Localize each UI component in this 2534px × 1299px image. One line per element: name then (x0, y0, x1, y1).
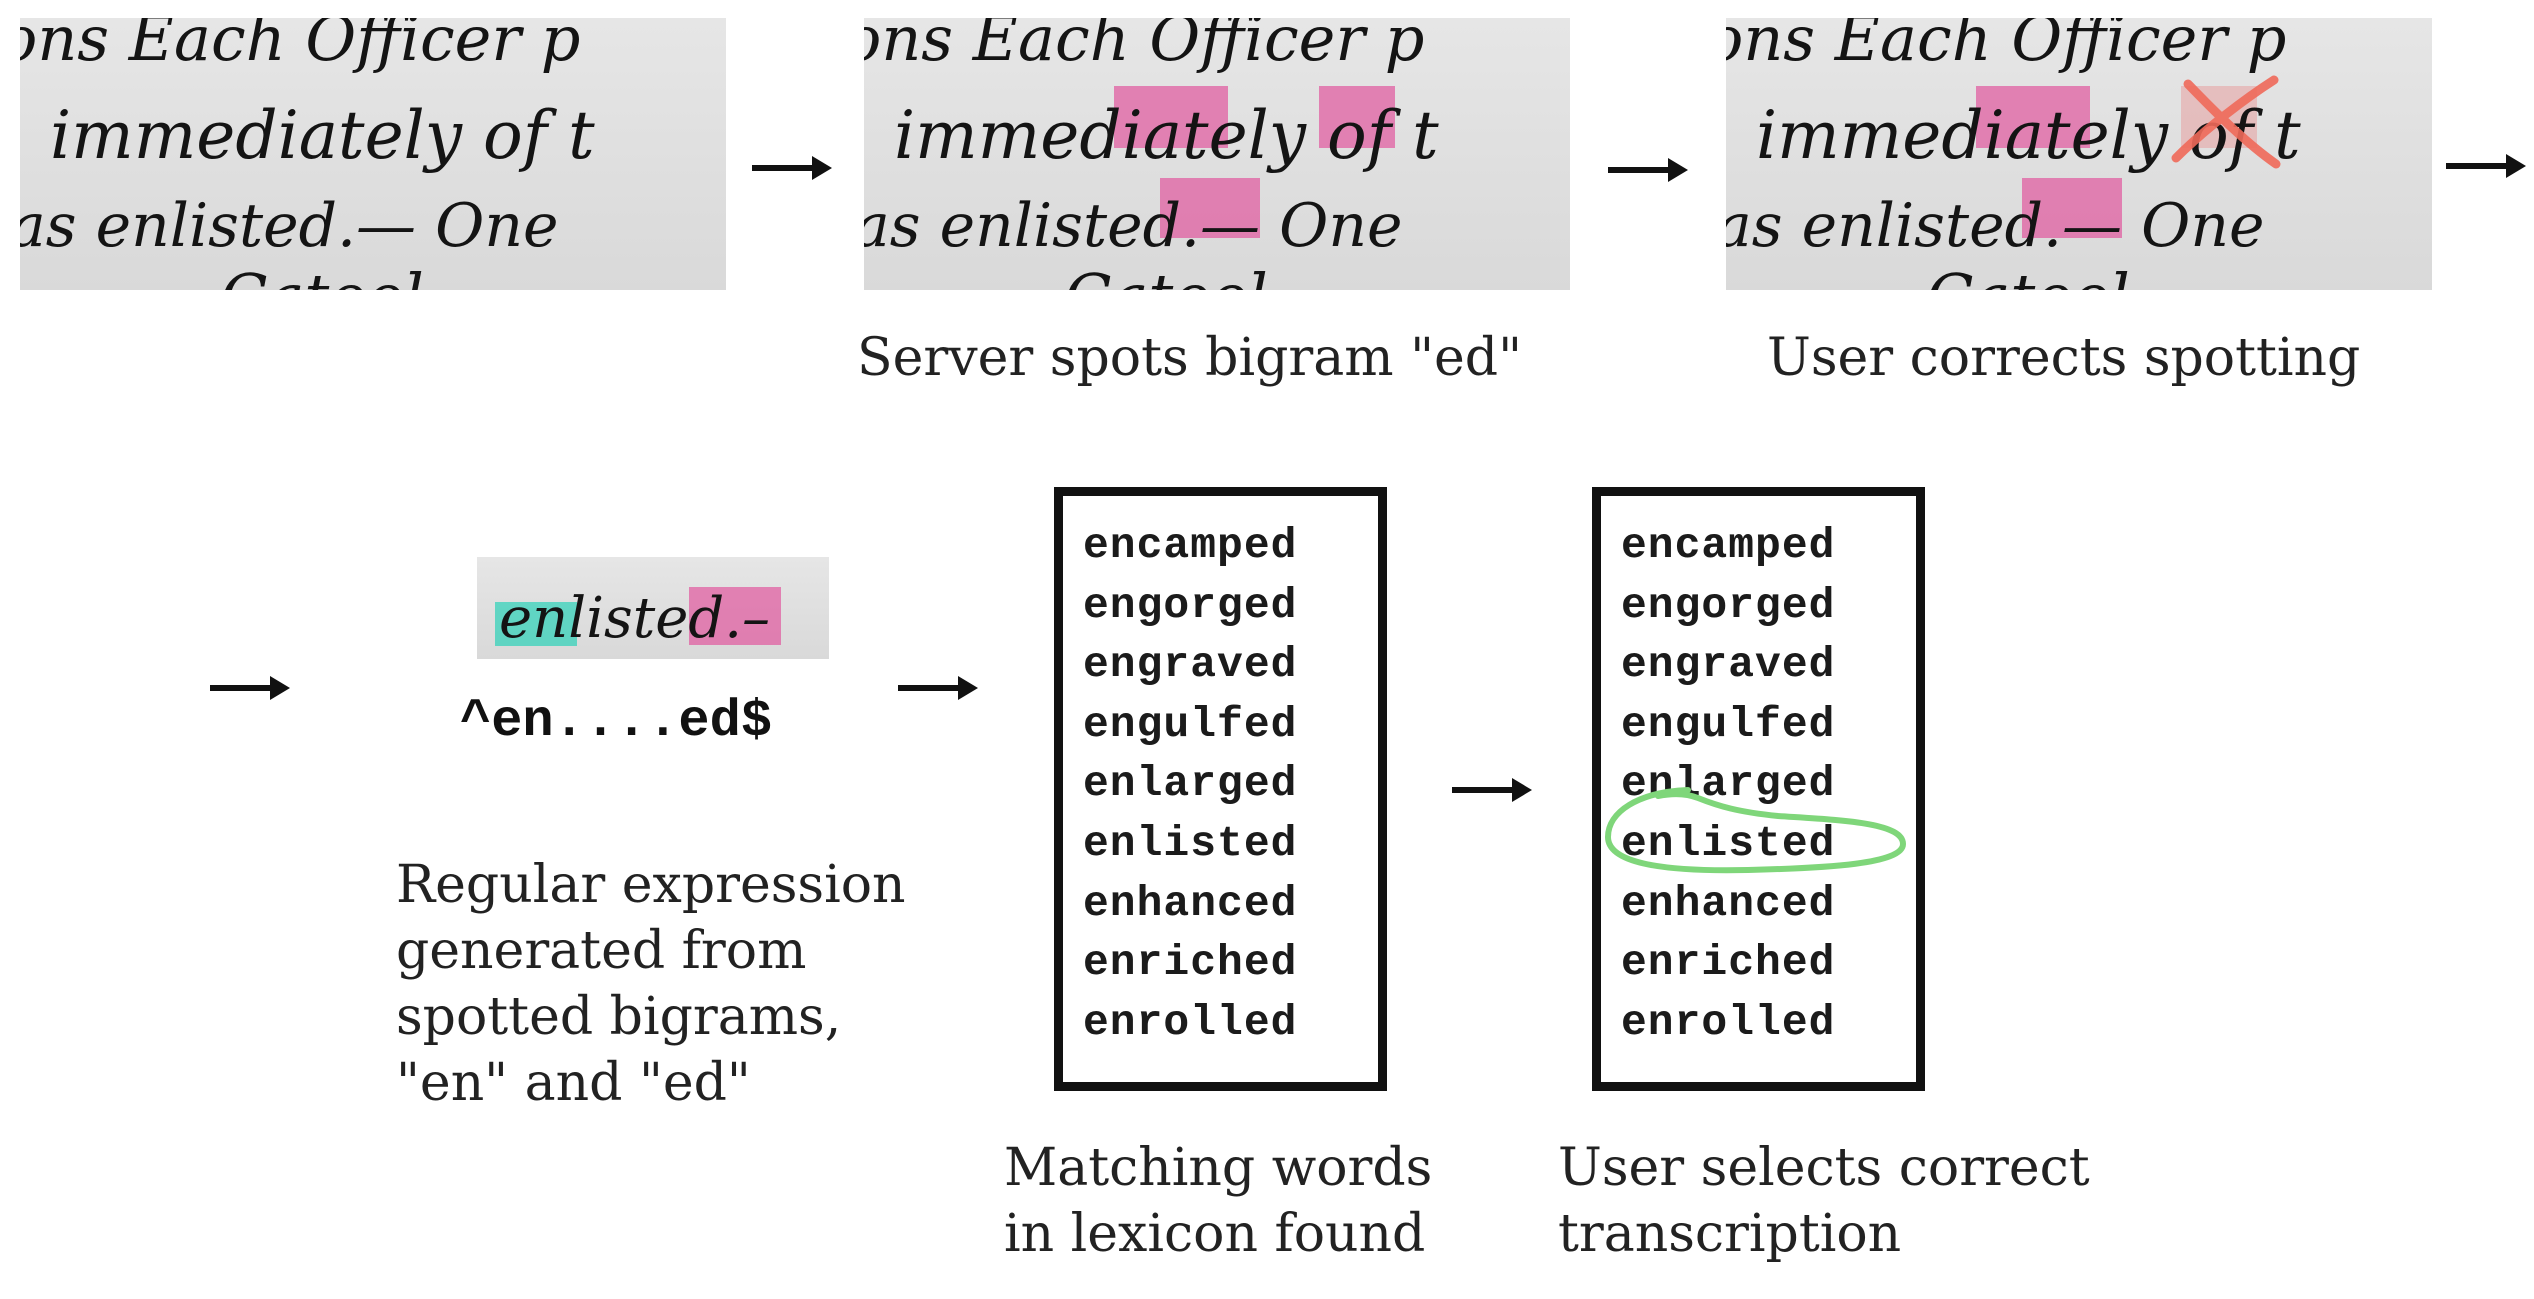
bigram-highlight-en (495, 602, 577, 646)
word-snippet-image: enlisted.– (495, 586, 781, 651)
list-item: encamped (1083, 521, 1298, 570)
handwriting-image: ons Each Officer p immediately of t as e… (1726, 18, 2301, 290)
handwriting-panel-original: ons Each Officer p immediately of t as e… (20, 18, 726, 290)
bigram-highlight-1 (1114, 86, 1228, 148)
lexicon-match-list: encamped engorged engraved engulfed enla… (1054, 487, 1387, 1091)
caption-text: Server spots bigram "ed" (857, 328, 1522, 388)
handwriting-line-4: Catool (220, 260, 424, 290)
arrow-right-icon (898, 676, 978, 700)
handwriting-line-2: immediately of t (894, 97, 1439, 174)
handwriting-panel-spotted: ons Each Officer p immediately of t as e… (864, 18, 1570, 290)
list-item: engulfed (1083, 699, 1298, 749)
bigram-highlight-3 (1160, 178, 1260, 238)
caption-line: transcription (1558, 1204, 1902, 1264)
caption-line: generated from (396, 921, 807, 981)
list-item[interactable]: engorged (1621, 580, 1836, 630)
list-item: engorged (1083, 580, 1298, 630)
list-item[interactable]: enriched (1621, 938, 1836, 988)
caption-user-corrects: User corrects spotting (1767, 325, 2360, 391)
bigram-highlight-ed (689, 587, 781, 645)
list-item[interactable]: engraved (1621, 640, 1836, 690)
caption-regex: Regular expression generated from spotte… (396, 852, 906, 1116)
bigram-highlight-2 (1319, 86, 1395, 148)
caption-server-spots: Server spots bigram "ed" (857, 325, 1522, 391)
caption-line: Matching words (1004, 1138, 1433, 1198)
caption-line: User selects correct (1558, 1138, 2090, 1198)
list-item[interactable]: enhanced (1621, 878, 1836, 928)
list-item: enrolled (1083, 997, 1298, 1047)
caption-line: spotted bigrams, (396, 987, 842, 1047)
list-item: enlisted (1083, 818, 1298, 868)
handwriting-line-4: Catool (1064, 260, 1268, 290)
caption-line: Regular expression (396, 855, 906, 915)
lexicon-selection-list: encamped engorged engraved engulfed enla… (1592, 487, 1925, 1091)
caption-matching: Matching words in lexicon found (1004, 1135, 1432, 1267)
handwriting-line-3: as enlisted.— One (1726, 191, 2264, 261)
handwriting-line-2: immediately of t (1756, 97, 2301, 174)
handwriting-panel-corrected: ons Each Officer p immediately of t as e… (1726, 18, 2432, 290)
handwriting-line-3: as enlisted.— One (864, 191, 1402, 261)
handwriting-line-1: ons Each Officer p (20, 18, 580, 75)
word-snippet-text: enlisted.– (499, 586, 770, 651)
caption-text: User corrects spotting (1767, 328, 2361, 388)
caption-line: in lexicon found (1004, 1204, 1426, 1264)
cross-out-icon (2171, 75, 2281, 169)
arrow-right-icon (210, 676, 290, 700)
list-item: enriched (1083, 938, 1298, 988)
handwriting-image: ons Each Officer p immediately of t as e… (20, 18, 595, 290)
bigram-highlight-3 (2022, 178, 2122, 238)
handwriting-line-1: ons Each Officer p (1726, 18, 2286, 75)
arrow-right-icon (1452, 778, 1532, 802)
list-item: engraved (1083, 640, 1298, 690)
handwriting-line-3: as enlisted.— One (20, 191, 558, 261)
list-item[interactable]: enlarged (1621, 759, 1836, 809)
list-item[interactable]: encamped (1621, 521, 1836, 570)
caption-select: User selects correct transcription (1558, 1135, 2090, 1267)
list-item[interactable]: engulfed (1621, 699, 1836, 749)
handwriting-line-1: ons Each Officer p (864, 18, 1424, 75)
list-item: enhanced (1083, 878, 1298, 928)
word-snippet-panel: enlisted.– (477, 557, 829, 659)
selected-list-item[interactable]: enlisted (1621, 818, 1836, 868)
bigram-highlight-1 (1976, 86, 2090, 148)
list-item: enlarged (1083, 759, 1298, 809)
list-item[interactable]: enrolled (1621, 997, 1836, 1047)
arrow-right-icon (1608, 158, 1688, 182)
handwriting-line-4: Catool (1926, 260, 2130, 290)
handwriting-image: ons Each Officer p immediately of t as e… (864, 18, 1439, 290)
selection-circle-icon (1604, 787, 1907, 874)
handwriting-line-2: immediately of t (50, 97, 595, 174)
regex-expression: ^en....ed$ (460, 692, 773, 751)
arrow-right-icon (752, 156, 832, 180)
arrow-right-icon (2446, 154, 2526, 178)
caption-line: "en" and "ed" (396, 1053, 751, 1113)
